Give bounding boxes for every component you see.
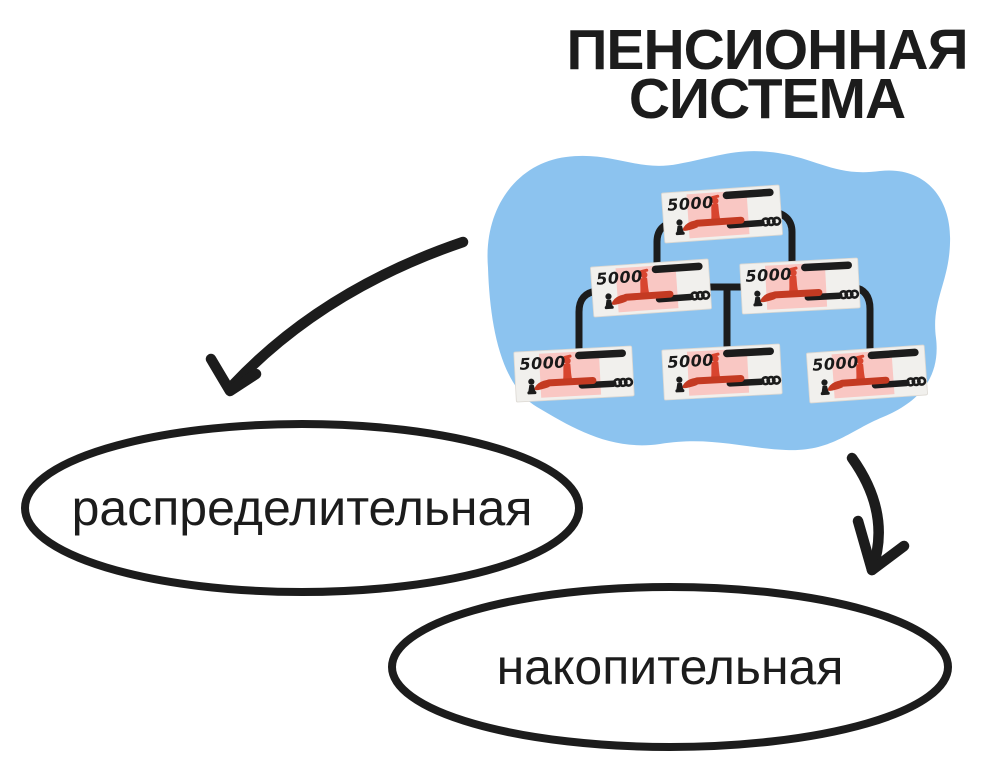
- banknote-icon: [512, 344, 636, 404]
- banknote-icon: [660, 183, 784, 245]
- banknote-icon: [589, 257, 713, 319]
- page-title-line1: ПЕНСИОННАЯ: [566, 18, 968, 82]
- banknote-icon: [805, 343, 929, 405]
- funded-label: накопительная: [497, 639, 844, 695]
- funded-ellipse: [388, 583, 952, 751]
- page-title-line2: СИСТЕМА: [628, 67, 906, 131]
- distributive-ellipse: [21, 420, 583, 596]
- page-title: ПЕНСИОННАЯ СИСТЕМА: [533, 18, 988, 131]
- distributive-label: распределительная: [72, 480, 533, 536]
- banknote-icon: [738, 256, 862, 316]
- arrow-to-distributive-icon: [205, 236, 469, 397]
- arrow-to-funded-icon: [846, 452, 910, 576]
- banknote-icon: [660, 342, 784, 402]
